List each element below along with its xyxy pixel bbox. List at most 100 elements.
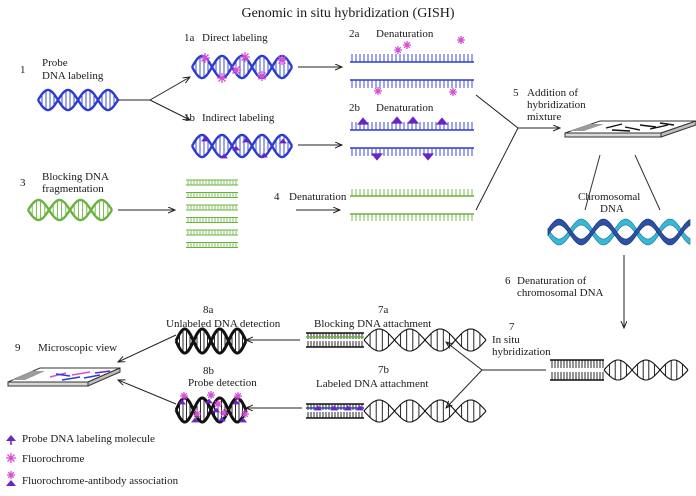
step-6-label-line2: chromosomal DNA (517, 287, 604, 299)
step-2a-label: Denaturation (376, 28, 434, 40)
view-slide-side (87, 367, 121, 387)
step-2b-number: 2b (349, 102, 361, 114)
label-molecule-mark (220, 153, 228, 159)
fluorochrome-core (216, 402, 220, 406)
fluorochrome-core (203, 56, 207, 60)
fluorochrome-mark (217, 73, 227, 83)
pointer-line (634, 154, 661, 211)
slide-edge (564, 132, 662, 138)
arrow-8a-to-9 (118, 334, 177, 362)
step-7a-label: Blocking DNA attachment (314, 318, 431, 330)
legend-item-probe-label: Probe DNA labeling molecule (22, 433, 155, 445)
chromosomal-strand-b (547, 218, 691, 246)
fluorochrome-mark (200, 53, 210, 63)
fluorochrome-mark (193, 410, 201, 418)
strand-bases (551, 360, 604, 368)
step-1-label-line2: DNA labeling (42, 70, 104, 82)
step-8b-label: Probe detection (188, 377, 257, 389)
legend: Probe DNA labeling molecule Fluorochrome… (6, 433, 179, 487)
chromosomal-strand-a (547, 218, 691, 246)
step-1a-label: Direct labeling (202, 32, 268, 44)
label-molecule-mark (205, 398, 213, 404)
label-molecule-mark (357, 117, 369, 125)
fluorochrome-core (220, 76, 224, 80)
fluorochrome-mark (180, 392, 188, 400)
label-molecule-mark (422, 153, 434, 161)
denatured-direct-strands (350, 36, 474, 96)
label-molecule-mark (201, 136, 209, 142)
direct-labeled-dna-helix (190, 52, 294, 83)
chromosome-mark (639, 124, 657, 128)
fragment-bases (187, 217, 237, 223)
helix-strand (190, 54, 294, 80)
strand-bases (351, 80, 473, 88)
arrow-merge-bottom (475, 127, 519, 211)
step-3-label-line2: fragmentation (42, 183, 104, 195)
arrow-to-7b (446, 369, 483, 408)
step-8a-number: 8a (203, 304, 214, 316)
helix-rungs (195, 135, 289, 157)
step-7b-number: 7b (378, 364, 390, 376)
strand-bases (351, 54, 473, 62)
strand-bases (351, 189, 473, 196)
fluorochrome-mark (7, 471, 15, 479)
label-molecule-mark (344, 405, 352, 411)
fluorochrome-mark (277, 55, 287, 65)
strand-bases (351, 214, 473, 221)
step-6-label-line1: Denaturation of (517, 275, 587, 287)
label-molecule-mark (6, 480, 16, 486)
fragment-bases (187, 192, 237, 198)
fluorochrome-mark (214, 400, 222, 408)
helix-strand (174, 396, 248, 424)
chromosome-mark (611, 129, 631, 132)
step-2b-label: Denaturation (376, 102, 434, 114)
label-molecule-mark (212, 407, 220, 413)
label-molecule-mark (232, 399, 240, 405)
step-1b-label: Indirect labeling (202, 112, 275, 124)
chromosomal-dna-helix (547, 218, 691, 246)
helix-strand (190, 54, 294, 80)
helix-strand (190, 133, 294, 159)
arrow-merge-top (475, 94, 519, 129)
step-1-label-line1: Probe (42, 57, 68, 69)
probe-dna-helix (36, 88, 120, 112)
arrow-to-1b (149, 99, 190, 120)
fluorochrome-core (209, 393, 213, 397)
fluorochrome-core (405, 43, 409, 47)
fluorochrome-mark (394, 46, 402, 54)
fragment-bases (187, 242, 237, 248)
denatured-blocking-strands (350, 189, 474, 221)
label-molecule-mark (218, 416, 226, 422)
label-molecule-mark (260, 152, 268, 158)
step-6-number: 6 (505, 275, 511, 287)
fluorochrome-mark (234, 392, 242, 400)
view-chromosome-mark (83, 374, 101, 379)
hybridization-slide (564, 120, 696, 211)
step-5-number: 5 (513, 87, 519, 99)
fluorochrome-mark (241, 410, 249, 418)
step-7-label-line2: hybridization (492, 346, 551, 358)
strand-bases (307, 412, 363, 418)
label-molecule-mark (232, 145, 240, 151)
fluorochrome-mark (457, 36, 465, 44)
fluorochrome-core (195, 412, 199, 416)
strand-bases (307, 333, 363, 339)
helix-strand (190, 133, 294, 159)
fragment-bases (187, 180, 237, 185)
chromosomal-dna-label-line2: DNA (600, 203, 624, 215)
helix-strand (363, 399, 487, 423)
denatured-indirect-strands (350, 116, 474, 161)
arrow-to-7a (446, 342, 483, 371)
fluorochrome-mark (6, 453, 16, 463)
legend-item-fluorochrome: Fluorochrome (22, 453, 84, 465)
step-9-number: 9 (15, 342, 21, 354)
chromosome-mark (659, 122, 675, 126)
step-7a-number: 7a (378, 304, 389, 316)
strand-bases (307, 341, 363, 347)
fluorochrome-mark (257, 71, 267, 81)
step-7-number: 7 (509, 321, 515, 333)
label-molecule-mark (436, 117, 448, 125)
step-7-label-line1: In situ (492, 334, 520, 346)
probe-label-molecule-icon (6, 435, 16, 445)
fluorochrome-antibody-icon (6, 471, 16, 486)
